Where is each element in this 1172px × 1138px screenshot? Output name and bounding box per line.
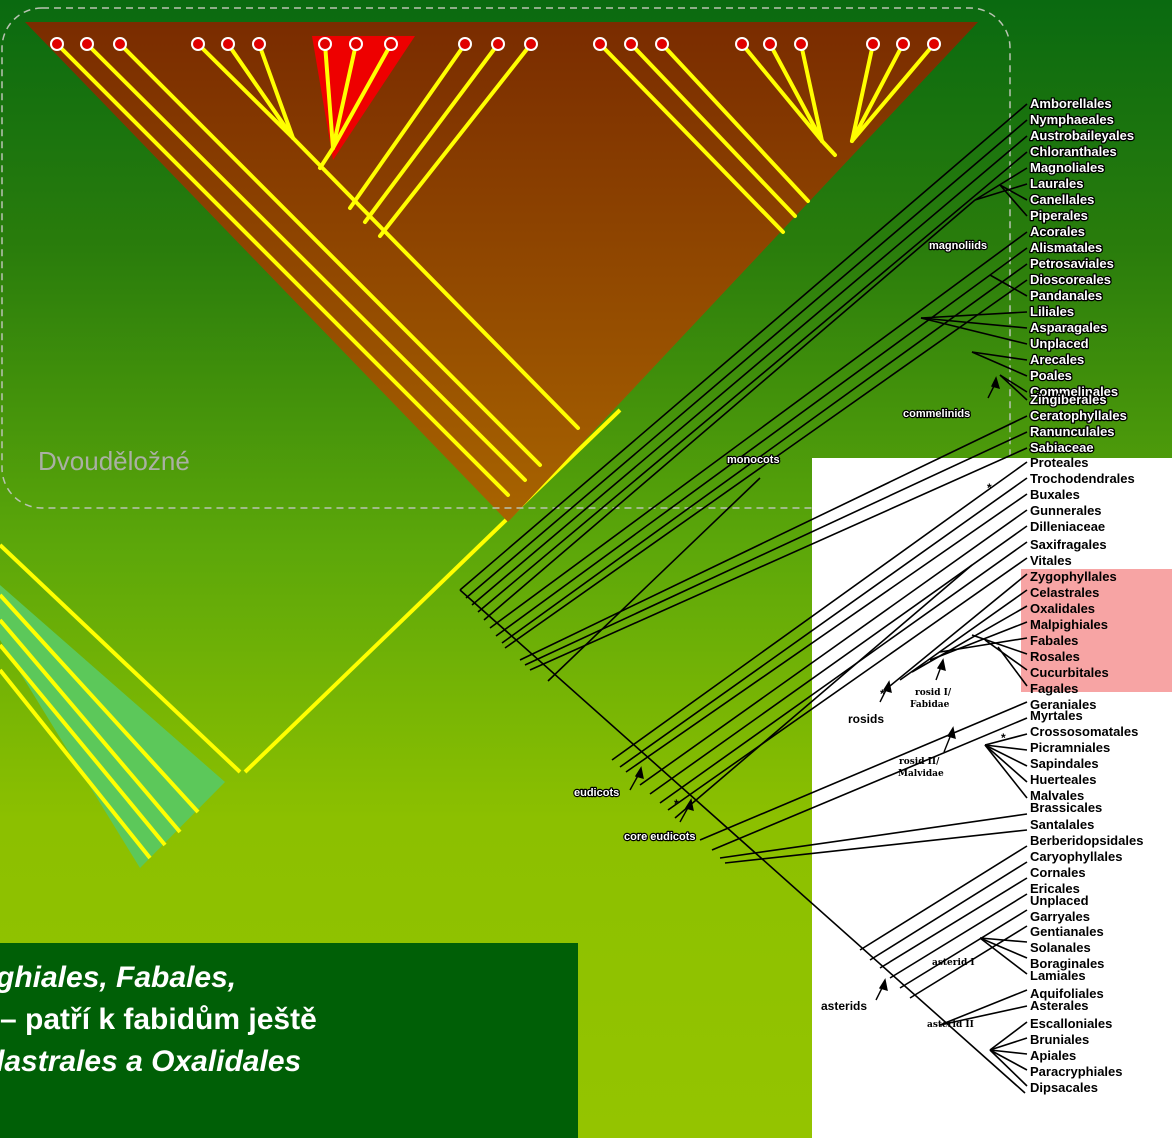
- order-label: Lamiales: [1030, 968, 1086, 983]
- order-label: Dipsacales: [1030, 1080, 1098, 1095]
- order-label: Zygophyllales: [1030, 569, 1117, 584]
- order-label: Liliales: [1030, 304, 1074, 319]
- order-label: Rosales: [1030, 649, 1080, 664]
- order-label: Santalales: [1030, 817, 1094, 832]
- clade-core-eudicots: core eudicots: [624, 831, 696, 843]
- order-label: Ericales: [1030, 881, 1080, 896]
- order-label: Solanales: [1030, 940, 1091, 955]
- order-label: Picramniales: [1030, 740, 1110, 755]
- order-label: Dilleniaceae: [1030, 519, 1105, 534]
- order-label: Petrosaviales: [1030, 256, 1114, 271]
- clade-asterids: asterids: [821, 999, 867, 1013]
- order-label: Unplaced: [1030, 336, 1089, 351]
- order-label: Aquifoliales: [1030, 986, 1104, 1001]
- caption-line-2: – patří k fabidům ještě: [0, 1003, 317, 1036]
- clade-rosids: rosids: [848, 712, 884, 726]
- clade-rosid1-line1: rosid I/: [915, 688, 952, 698]
- caption-box: ghiales, Fabales, – patří k fabidům ješt…: [0, 943, 578, 1138]
- order-label: Garryales: [1030, 909, 1090, 924]
- order-label: Malvales: [1030, 788, 1084, 803]
- order-label: Chloranthales: [1030, 144, 1117, 159]
- order-label: Sabiaceae: [1030, 440, 1094, 455]
- order-label: Cornales: [1030, 865, 1086, 880]
- order-label: Dioscoreales: [1030, 272, 1111, 287]
- order-label: Magnoliales: [1030, 160, 1104, 175]
- order-label: Boraginales: [1030, 956, 1104, 971]
- order-label: Asparagales: [1030, 320, 1107, 335]
- order-label: Gunnerales: [1030, 503, 1102, 518]
- order-label: Piperales: [1030, 208, 1088, 223]
- dicot-box: [1, 7, 1011, 509]
- clade-monocots: monocots: [727, 454, 780, 466]
- dicot-box-label: Dvouděložné: [38, 446, 190, 476]
- order-label: Laurales: [1030, 176, 1083, 191]
- pointer-arrows: [629, 376, 1001, 1001]
- clade-eudicots: eudicots: [574, 787, 619, 799]
- order-label: Berberidopsidales: [1030, 833, 1143, 848]
- order-label: Fagales: [1030, 681, 1078, 696]
- tip-circles: [50, 37, 941, 51]
- order-list-top: Amborellales Nymphaeales Austrobaileyale…: [1029, 95, 1136, 457]
- order-label: Celastrales: [1030, 585, 1099, 600]
- order-label: Escalloniales: [1030, 1016, 1112, 1031]
- order-label: Ceratophyllales: [1030, 408, 1127, 423]
- clade-commelinids: commelinids: [903, 408, 970, 420]
- fabidae-highlight: [1021, 569, 1172, 692]
- order-label: Bruniales: [1030, 1032, 1089, 1047]
- order-label: Saxifragales: [1030, 537, 1107, 552]
- asterisk-4: *: [1001, 731, 1006, 745]
- order-label: Commelinales: [1030, 384, 1118, 399]
- order-label: Zingiberales: [1030, 392, 1107, 407]
- clade-rosid1-line2: Fabidae: [910, 700, 950, 710]
- order-label: Paracryphiales: [1030, 1064, 1123, 1079]
- order-label: Myrtales: [1030, 708, 1083, 723]
- order-label: Trochodendrales: [1030, 471, 1135, 486]
- order-label: Oxalidales: [1030, 601, 1095, 616]
- caption-line-1: ghiales, Fabales,: [0, 961, 237, 994]
- order-label: Proteales: [1030, 455, 1089, 470]
- cone-branches: [55, 42, 936, 497]
- order-label: Fabales: [1030, 633, 1078, 648]
- order-label: Malpighiales: [1030, 617, 1108, 632]
- apg-tree-lines: [459, 103, 1028, 1094]
- order-label: Crossosomatales: [1030, 724, 1138, 739]
- order-label: Arecales: [1030, 352, 1084, 367]
- order-label: Caryophyllales: [1030, 849, 1123, 864]
- clade-rosid2-line1: rosid II/: [899, 757, 940, 767]
- tree-panel: [812, 458, 1172, 1138]
- order-label: Geraniales: [1030, 697, 1097, 712]
- order-label: Huerteales: [1030, 772, 1096, 787]
- order-label: Alismatales: [1030, 240, 1102, 255]
- clade-asterid2: asterid II: [927, 1020, 974, 1030]
- order-label: Sapindales: [1030, 756, 1099, 771]
- order-label: Vitales: [1030, 553, 1072, 568]
- order-label: Asterales: [1030, 998, 1089, 1013]
- clade-rosid2-line2: Malvidae: [898, 769, 944, 779]
- order-list-bottom: Proteales Trochodendrales Buxales Gunner…: [1030, 455, 1143, 1095]
- order-label: Gentianales: [1030, 924, 1104, 939]
- asterisk-3: *: [880, 687, 885, 701]
- order-label: Acorales: [1030, 224, 1085, 239]
- clade-magnoliids: magnoliids: [929, 240, 987, 252]
- order-label: Austrobaileyales: [1030, 128, 1134, 143]
- order-label: Poales: [1030, 368, 1072, 383]
- asterisk-2: *: [674, 797, 679, 811]
- order-label: Buxales: [1030, 487, 1080, 502]
- order-label: Pandanales: [1030, 288, 1102, 303]
- order-label: Ranunculales: [1030, 424, 1115, 439]
- caption-line-3: lastrales a Oxalidales: [0, 1045, 302, 1078]
- order-label: Apiales: [1030, 1048, 1076, 1063]
- asterisk-1: *: [987, 481, 992, 495]
- lower-left-stems: [0, 408, 622, 860]
- order-label: Brassicales: [1030, 800, 1102, 815]
- clade-asterid1: asterid I: [932, 958, 975, 968]
- order-label: Amborellales: [1030, 96, 1112, 111]
- order-label: Canellales: [1030, 192, 1094, 207]
- order-label: Cucurbitales: [1030, 665, 1109, 680]
- order-label: Nymphaeales: [1030, 112, 1114, 127]
- order-label: Unplaced: [1030, 893, 1089, 908]
- dicot-cone: [25, 22, 978, 522]
